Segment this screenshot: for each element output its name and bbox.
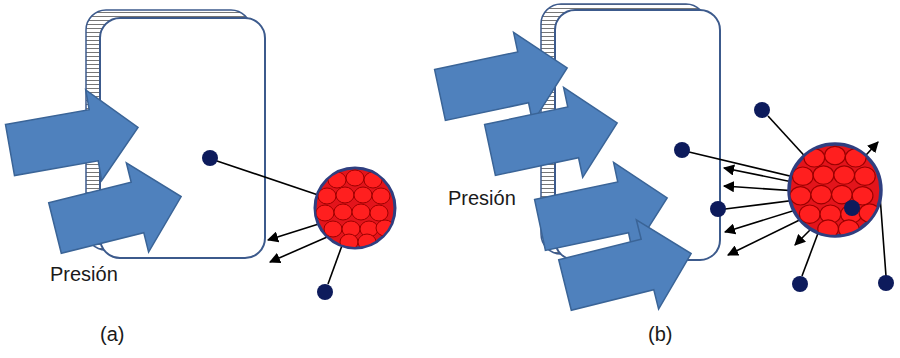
trajectory-line xyxy=(217,161,330,199)
pressure-label: Presión xyxy=(448,186,516,210)
pressure-arrow xyxy=(554,209,702,330)
pressure-arrow xyxy=(2,82,146,195)
particle xyxy=(844,200,860,216)
particle xyxy=(317,284,333,300)
pressure-label: Presión xyxy=(50,262,118,286)
particle xyxy=(674,142,690,158)
particle xyxy=(792,276,808,292)
particle xyxy=(878,275,894,291)
particle xyxy=(710,201,726,217)
pressure-arrow xyxy=(44,152,192,273)
nucleus xyxy=(789,144,881,238)
panel-label: (b) xyxy=(648,322,672,346)
nucleus xyxy=(315,168,395,250)
pressure-arrow xyxy=(480,78,626,195)
panel-label: (a) xyxy=(100,322,124,346)
particle xyxy=(202,150,218,166)
particle xyxy=(754,102,770,118)
trajectory-arrow xyxy=(270,234,334,262)
trajectory-arrow xyxy=(268,222,325,240)
